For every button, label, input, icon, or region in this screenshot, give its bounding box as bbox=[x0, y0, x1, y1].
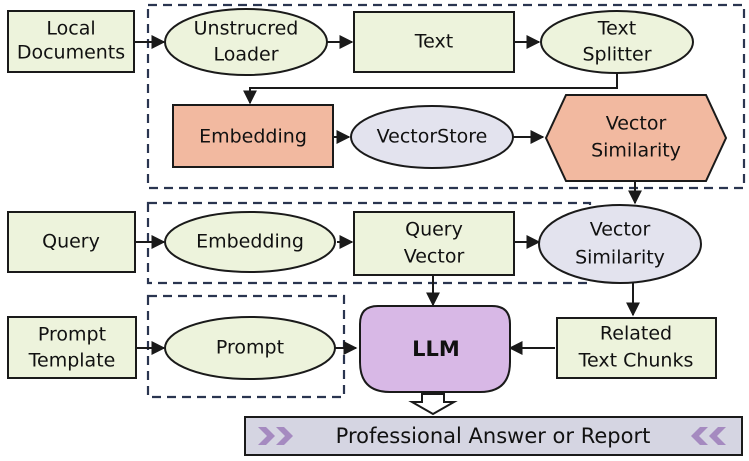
llm-node bbox=[359, 305, 511, 393]
unstructured-loader-label: Loader bbox=[213, 44, 278, 66]
related-text-chunks-label: Text Chunks bbox=[578, 350, 694, 372]
edge-splitter-to-embedding bbox=[243, 73, 618, 105]
related-text-chunks-node bbox=[556, 317, 717, 379]
local-documents-label: Local bbox=[46, 18, 95, 40]
down-arrow-icon bbox=[408, 393, 458, 416]
prompt-template-label: Prompt bbox=[38, 324, 106, 346]
text-splitter-label: Text bbox=[597, 18, 636, 40]
embedding-doc-label: Embedding bbox=[199, 126, 307, 148]
vector-similarity-doc-label: Similarity bbox=[591, 140, 681, 162]
embedding-query-label: Embedding bbox=[196, 231, 304, 253]
embedding-doc-node bbox=[172, 104, 334, 168]
related-text-chunks-label: Related bbox=[600, 323, 672, 345]
double-chevron-right-icon bbox=[258, 427, 293, 445]
vector-similarity-query-label: Similarity bbox=[575, 247, 665, 269]
vector-similarity-doc-node bbox=[544, 94, 728, 182]
vectorstore-label: VectorStore bbox=[377, 126, 488, 148]
prompt-node bbox=[164, 316, 336, 380]
prompt-template-node bbox=[7, 316, 137, 379]
text-splitter-label: Splitter bbox=[582, 44, 651, 66]
unstructured-loader-label: Unstrucred bbox=[194, 18, 299, 40]
unstructured-loader-node bbox=[164, 8, 328, 76]
query-node bbox=[7, 211, 136, 273]
text-splitter-node bbox=[540, 10, 694, 74]
vectorstore-node bbox=[350, 105, 514, 169]
embedding-query-node bbox=[164, 211, 336, 273]
text-label: Text bbox=[414, 31, 453, 53]
prompt-template-label: Template bbox=[28, 350, 116, 372]
query-label: Query bbox=[42, 231, 100, 253]
query-vector-label: Vector bbox=[404, 246, 465, 268]
local-documents-label: Documents bbox=[17, 42, 125, 64]
output-banner-label: Professional Answer or Report bbox=[336, 424, 651, 448]
vector-similarity-query-node bbox=[538, 204, 702, 284]
prompt-label: Prompt bbox=[216, 337, 284, 359]
output-banner bbox=[244, 416, 743, 456]
llm-label: LLM bbox=[412, 337, 460, 361]
query-vector-node bbox=[353, 211, 515, 276]
vector-similarity-query-label: Vector bbox=[590, 219, 651, 241]
double-chevron-left-icon bbox=[691, 427, 726, 445]
local-documents-node bbox=[7, 10, 135, 73]
vector-similarity-doc-label: Vector bbox=[606, 113, 667, 135]
query-vector-label: Query bbox=[405, 219, 463, 241]
text-node bbox=[353, 11, 515, 73]
